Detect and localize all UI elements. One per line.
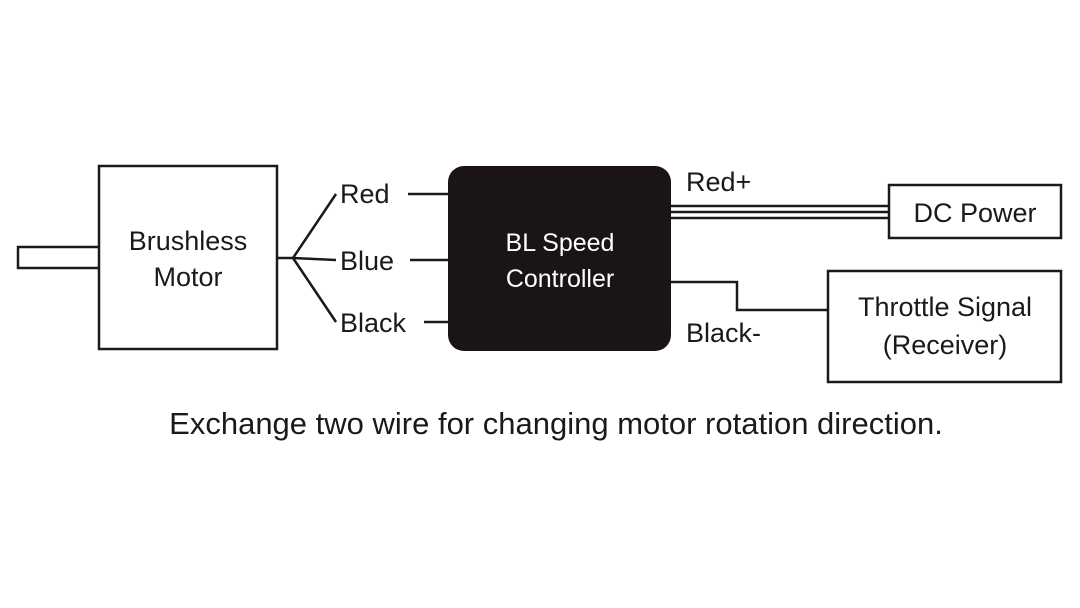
throttle-signal-box [826,269,1063,384]
power-label-positive: Red+ [686,167,751,197]
motor-label-line1: Brushless [129,226,248,256]
motor-shaft [16,245,102,270]
power-leads [671,204,889,220]
motor-wire-fan [277,193,338,323]
throttle-label-line2: (Receiver) [883,330,1008,360]
controller-label-line1: BL Speed [506,229,615,257]
controller-label-line2: Controller [506,265,614,293]
wire-label-red: Red [340,179,390,209]
dc-power-box [887,183,1063,240]
throttle-signal-wire [671,280,828,312]
speed-controller-box [448,166,671,351]
motor-label-line2: Motor [153,262,222,292]
wire-label-blue: Blue [340,246,394,276]
power-label-negative: Black- [686,318,761,348]
motor-box [97,164,279,351]
controller-input-leads [408,192,449,324]
wire-label-black: Black [340,308,407,338]
diagram-caption: Exchange two wire for changing motor rot… [169,406,943,441]
throttle-label-line1: Throttle Signal [858,292,1032,322]
dc-power-label: DC Power [913,198,1036,228]
